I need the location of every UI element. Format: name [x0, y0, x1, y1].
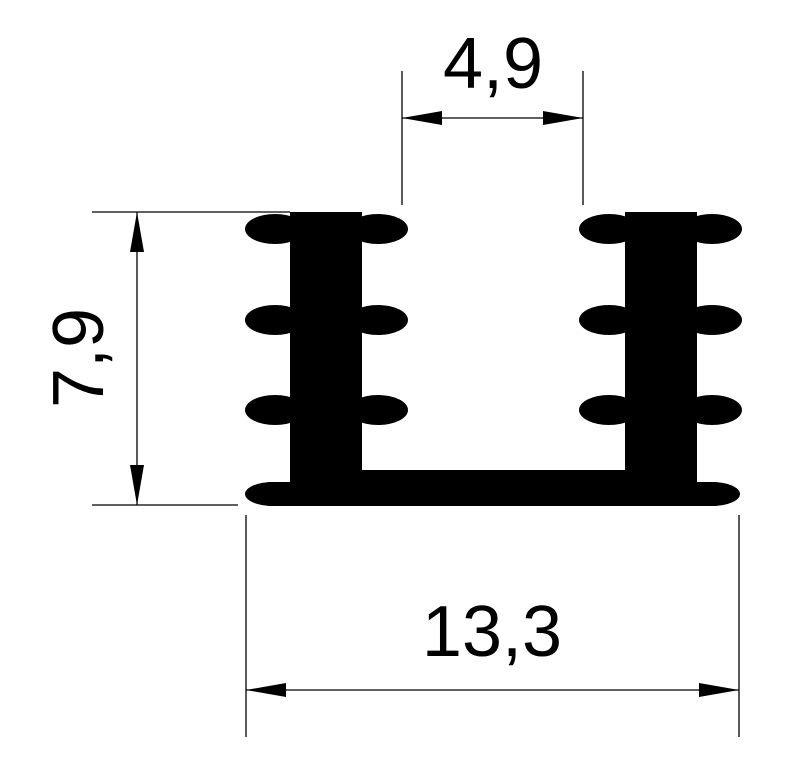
- left-outer-rib-3: [245, 395, 305, 425]
- arrow-height-bottom: [130, 465, 144, 505]
- right-outer-rib-1: [682, 214, 742, 244]
- right-outer-rib-2: [682, 305, 742, 335]
- left-inner-rib-3: [348, 395, 408, 425]
- left-outer-rib-2: [245, 305, 305, 335]
- arrowheads: [130, 111, 739, 697]
- left-inner-rib-2: [348, 305, 408, 335]
- dimension-label-top-width: 4,9: [443, 24, 543, 104]
- extension-lines: [92, 71, 740, 737]
- left-outer-rib-1: [245, 214, 305, 244]
- profile-base-lip-fill: [262, 482, 723, 506]
- right-outer-rib-3: [682, 395, 742, 425]
- arrow-height-top: [130, 212, 144, 252]
- dimension-label-height: 7,9: [39, 308, 119, 408]
- profile-left-wall: [290, 212, 362, 506]
- profile-right-wall: [625, 212, 697, 506]
- left-inner-rib-1: [348, 214, 408, 244]
- right-inner-rib-1: [579, 214, 639, 244]
- arrow-bottom-left: [246, 683, 286, 697]
- arrow-bottom-right: [699, 683, 739, 697]
- right-inner-rib-3: [579, 395, 639, 425]
- profile-shape: [245, 212, 742, 506]
- arrow-top-right: [543, 111, 583, 125]
- arrow-top-left: [402, 111, 442, 125]
- dimension-label-overall-width: 13,3: [422, 592, 562, 672]
- right-inner-rib-2: [579, 305, 639, 335]
